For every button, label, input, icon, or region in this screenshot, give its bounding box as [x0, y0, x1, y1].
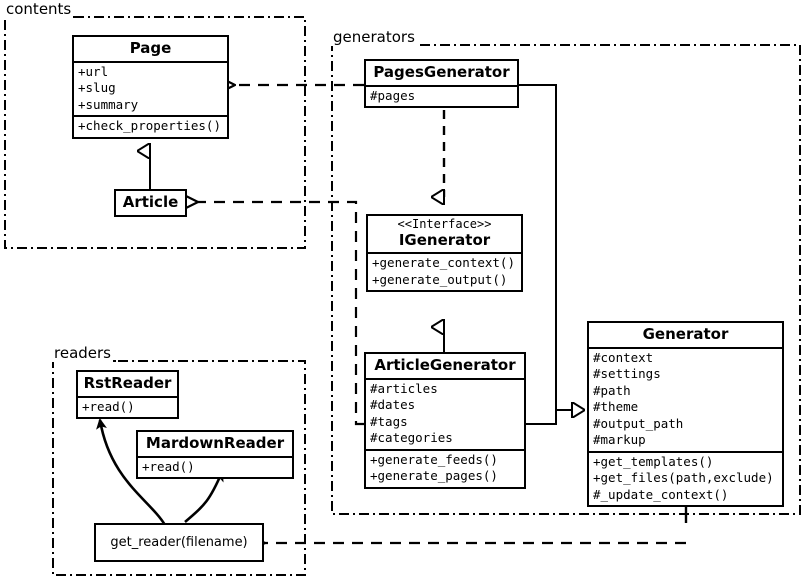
class-operations-rstreader: +read() — [78, 395, 177, 418]
operation: +generate_feeds() — [370, 451, 498, 467]
function-label-get-reader: get_reader(filename) — [110, 535, 248, 550]
class-box-pagesgenerator[interactable]: PagesGenerator #pages — [364, 59, 519, 108]
edge-articlegenerator-uses-article — [198, 202, 364, 426]
class-attributes-page: +url +slug +summary — [74, 60, 227, 116]
package-label-generators: generators — [331, 28, 417, 46]
attribute: #path — [593, 382, 631, 398]
class-stereotype-igenerator: <<Interface>> — [397, 217, 492, 231]
function-box-get-reader[interactable]: get_reader(filename) — [94, 523, 264, 562]
class-box-generator[interactable]: Generator #context #settings #path #them… — [587, 321, 784, 507]
edge-get-reader-creates-mardownreader — [184, 470, 224, 523]
class-name-page: Page — [129, 39, 172, 57]
operation: +read() — [142, 458, 195, 474]
attribute: #dates — [370, 397, 416, 412]
operation: +check_properties() — [78, 118, 221, 133]
class-name-articlegenerator: ArticleGenerator — [374, 356, 516, 374]
class-box-article[interactable]: Article — [114, 189, 187, 217]
operation: +read() — [82, 398, 135, 414]
attribute: +slug — [78, 80, 116, 95]
attribute: #settings — [593, 366, 661, 381]
class-attributes-generator: #context #settings #path #theme #output_… — [589, 346, 782, 451]
operation: +generate_context() — [372, 255, 515, 271]
class-name-pagesgenerator: PagesGenerator — [373, 63, 510, 81]
class-operations-page: +check_properties() — [74, 115, 227, 137]
class-box-articlegenerator[interactable]: ArticleGenerator #articles #dates #tags … — [364, 352, 526, 489]
class-name-mardownreader: MardownReader — [145, 434, 285, 452]
class-operations-articlegenerator: +generate_feeds() +generate_pages() — [366, 448, 524, 487]
attribute: #articles — [370, 380, 438, 396]
class-attributes-pagesgenerator: #pages — [366, 84, 517, 107]
class-name-generator: Generator — [642, 325, 729, 343]
class-attributes-articlegenerator: #articles #dates #tags #categories — [366, 377, 524, 449]
operation: +generate_output() — [372, 271, 508, 287]
attribute: #categories — [370, 430, 453, 445]
attribute: #pages — [370, 87, 416, 103]
attribute: +url — [78, 63, 109, 79]
class-name-igenerator: IGenerator — [398, 230, 491, 249]
attribute: #context — [593, 349, 654, 365]
operation: #_update_context() — [593, 486, 729, 502]
operation: +generate_pages() — [370, 468, 498, 483]
class-operations-igenerator: +generate_context() +generate_output() — [368, 252, 521, 290]
class-operations-mardownreader: +read() — [138, 455, 292, 478]
attribute: +summary — [78, 96, 139, 112]
attribute: #theme — [593, 399, 639, 414]
package-label-contents: contents — [4, 0, 74, 18]
operation: +get_templates() — [593, 453, 714, 469]
class-name-rstreader: RstReader — [83, 374, 172, 392]
attribute: #markup — [593, 432, 646, 447]
class-box-igenerator[interactable]: <<Interface>> IGenerator +generate_conte… — [366, 214, 523, 293]
attribute: #output_path — [593, 415, 684, 431]
operation: +get_files(path,exclude) — [593, 470, 774, 485]
class-box-mardownreader[interactable]: MardownReader +read() — [136, 430, 294, 479]
edge-articlegenerator-inherits-generator — [526, 410, 557, 425]
attribute: #tags — [370, 413, 408, 429]
class-box-rstreader[interactable]: RstReader +read() — [76, 370, 179, 419]
class-box-page[interactable]: Page +url +slug +summary +check_properti… — [72, 35, 229, 139]
package-label-readers: readers — [52, 344, 113, 362]
class-operations-generator: +get_templates() +get_files(path,exclude… — [589, 450, 782, 506]
class-name-article: Article — [122, 193, 179, 211]
edge-pagesgenerator-inherits-generator — [519, 84, 572, 410]
